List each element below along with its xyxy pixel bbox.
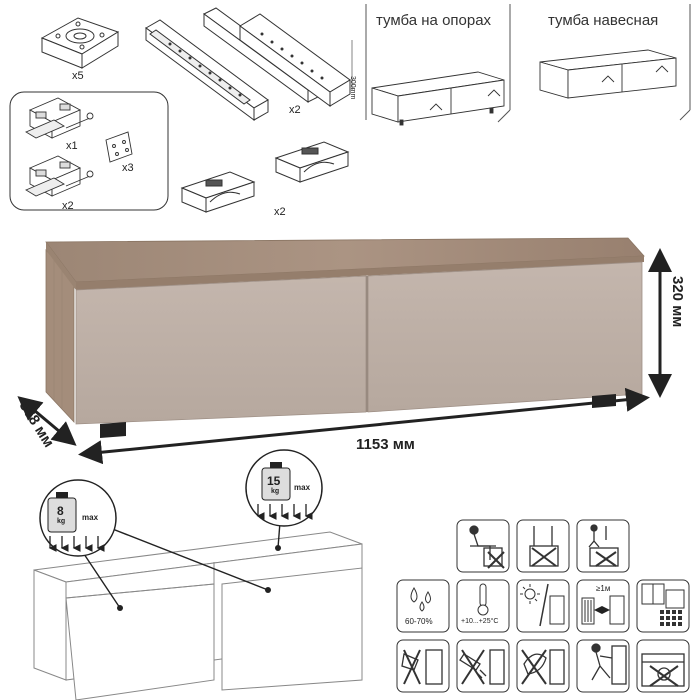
mount-legs-title: тумба на опорах [376, 12, 492, 29]
drawer-load-unit: kg [57, 518, 66, 525]
hinge-lower-icon [25, 155, 94, 197]
width-dimension-line [78, 387, 650, 465]
no-pushing-icon [591, 643, 627, 685]
corner-block-qty: x5 [72, 70, 84, 82]
wall-cabinet-illustration [539, 49, 677, 99]
drawer-load-pointer [79, 547, 121, 609]
thermometer-icon [477, 583, 489, 616]
drawer-load-max: max [82, 513, 99, 522]
leg-support-icon-2 [274, 141, 350, 183]
drawer-weight-icon [47, 492, 105, 552]
humidity-icon [410, 587, 431, 612]
top-load-value: 15 [267, 474, 281, 488]
leg-support-icon [180, 171, 256, 213]
slide-length-label: 300mm [349, 76, 356, 100]
drawer-slides-qty: x2 [289, 104, 301, 116]
plate-icon [105, 131, 133, 163]
drawer-load-value: 8 [57, 504, 64, 518]
height-dimension: 320 мм [669, 276, 686, 328]
corner-block-icon [40, 17, 120, 69]
distance-label: ≥1м [596, 584, 611, 593]
heater-distance-icon [581, 595, 625, 625]
no-climbing-icon [588, 524, 619, 567]
mount-wall-title: тумба навесная [548, 12, 659, 29]
top-load-max: max [294, 483, 311, 492]
cabinet-on-legs-illustration [371, 71, 505, 126]
drawer-slides-icon [145, 7, 353, 121]
load-diagram-cabinet [33, 531, 363, 700]
no-heavy-objects-icon [641, 653, 685, 687]
no-sunlight-icon [520, 583, 565, 627]
temperature-label: +10...+25°C [461, 618, 499, 625]
humidity-label: 60-70% [405, 617, 433, 626]
no-sitting-icon [469, 525, 505, 569]
hinges-qty: x1 [66, 140, 78, 152]
window-icon [641, 583, 685, 626]
drawer-load-pointer-2 [109, 527, 269, 591]
hinge-icon [25, 97, 94, 139]
no-standing-icon [529, 526, 559, 567]
top-weight-icon [256, 462, 313, 520]
depth-dimension-line [17, 396, 77, 446]
no-abrasive-icon [401, 649, 443, 685]
tv-cabinet [45, 237, 645, 438]
no-chemicals-icon [459, 649, 505, 685]
hinges-lower-qty: x2 [62, 200, 74, 212]
no-wet-cleaning-icon [521, 649, 565, 685]
width-dimension: 1153 мм [356, 436, 415, 453]
top-load-unit: kg [271, 488, 280, 495]
legs-qty: x2 [274, 206, 286, 218]
plate-qty: x3 [122, 162, 134, 174]
